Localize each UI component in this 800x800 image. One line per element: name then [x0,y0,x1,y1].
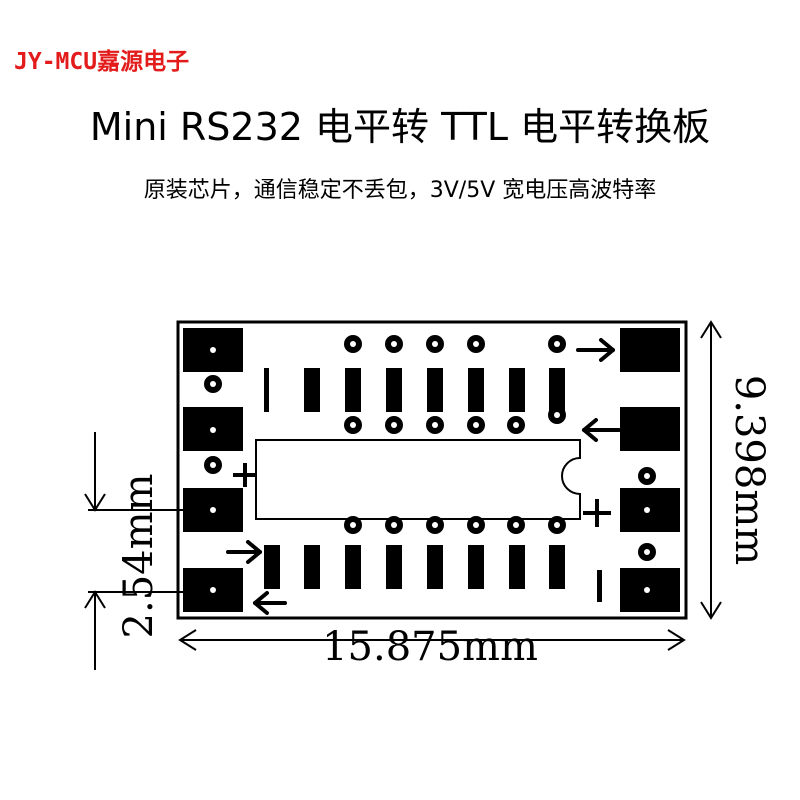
chip-outline [255,439,581,520]
page-subtitle: 原装芯片，通信稳定不丢包，3V/5V 宽电压高波特率 [143,178,657,203]
bottom-traces [264,545,602,602]
pad-right-2 [620,407,680,451]
dimension-lines [84,320,722,670]
signal-arrows [226,338,621,615]
arrow-right-lower [226,540,262,564]
pitch-dimension-label: 2.54mm [116,474,162,639]
brand-label: JY-MCU嘉源电子 [14,49,190,75]
top-traces [264,368,565,412]
pad-right-1 [620,328,680,372]
top-via-holes [344,335,566,353]
arrow-left-bottom [253,591,287,615]
right-round-pads [638,467,656,561]
page-title: Mini RS232 电平转 TTL 电平转换板 [89,105,711,149]
width-dimension-label: 15.875mm [322,624,538,670]
board-outline [176,320,688,620]
arrow-left-upper [582,418,621,442]
chip-lower-holes [344,516,566,534]
height-dimension-label: 9.398mm [726,375,772,565]
polarity-marks [233,463,611,527]
left-pads [183,328,243,612]
left-round-pads [204,375,222,474]
arrow-right-top [576,338,615,362]
chip-upper-holes [344,406,566,434]
